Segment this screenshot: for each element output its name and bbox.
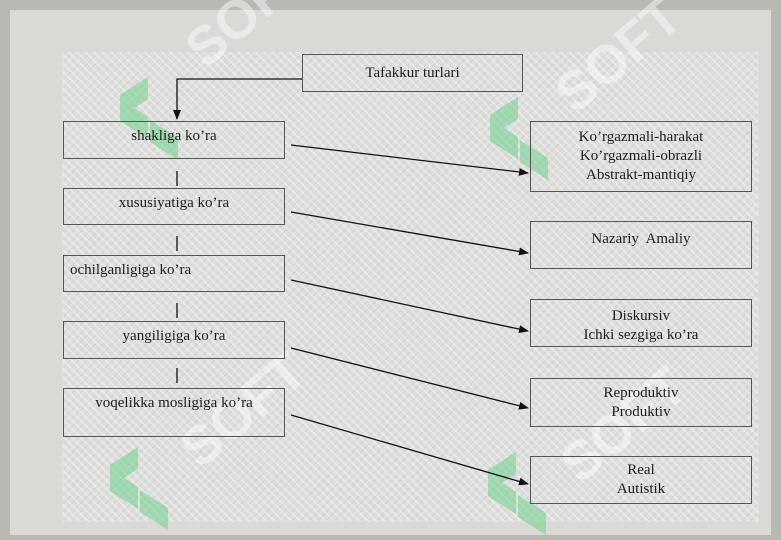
type-line: Ko’rgazmali-harakat	[578, 129, 704, 145]
type-line: Ko’rgazmali-obrazli	[579, 148, 703, 164]
type-line: Ichki sezgiga ko’ra	[583, 327, 699, 343]
type-box: Reproduktiv Produktiv	[530, 378, 752, 427]
category-label: voqelikka mosligiga ko’ra	[95, 395, 253, 411]
type-box: Nazariy Amaliy	[530, 221, 752, 269]
type-line: Diskursiv	[611, 308, 671, 324]
root-label: Tafakkur turlari	[365, 64, 460, 81]
category-box: yangiligiga ko’ra	[63, 321, 285, 359]
category-label: yangiligiga ko’ra	[122, 328, 226, 344]
type-line: Autistik	[616, 481, 666, 497]
type-box: Ko’rgazmali-harakat Ko’rgazmali-obrazli …	[530, 121, 752, 192]
root-box: Tafakkur turlari	[302, 54, 523, 92]
type-box: Real Autistik	[530, 456, 752, 504]
type-box: Diskursiv Ichki sezgiga ko’ra	[530, 299, 752, 347]
type-line: Abstrakt-mantiqiy	[586, 167, 696, 183]
category-box: voqelikka mosligiga ko’ra	[63, 388, 285, 437]
type-line: Produktiv	[611, 403, 671, 420]
type-line: Real	[627, 462, 655, 478]
category-box: xususiyatiga ko’ra	[63, 188, 285, 225]
category-box: ochilganligiga ko’ra	[63, 255, 285, 292]
category-box: shakliga ko’ra	[63, 121, 285, 159]
category-label: xususiyatiga ko’ra	[118, 195, 230, 211]
type-line: Reproduktiv	[603, 384, 679, 401]
type-line: Nazariy Amaliy	[591, 231, 691, 247]
category-label: ochilganligiga ko’ra	[70, 262, 192, 278]
category-label: shakliga ko’ra	[131, 128, 217, 144]
